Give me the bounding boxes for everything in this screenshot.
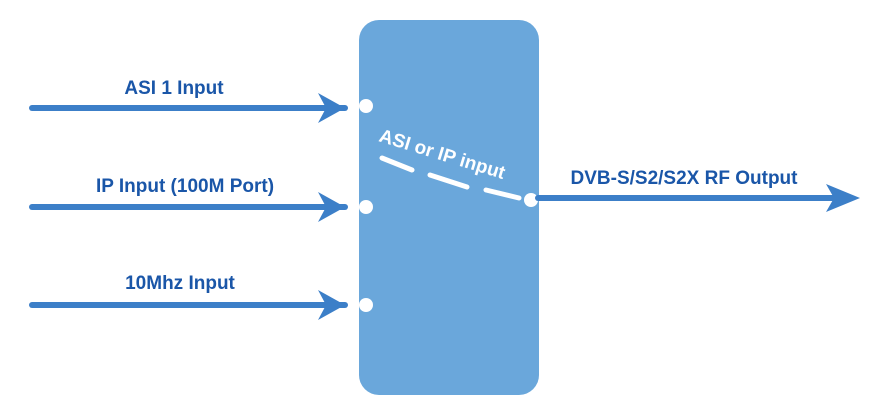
input-asi-arrowhead xyxy=(318,93,345,123)
switch-dash-3 xyxy=(483,187,522,201)
input-asi: ASI 1 Input xyxy=(29,78,373,123)
input-ip-label: IP Input (100M Port) xyxy=(96,176,274,197)
input-10mhz: 10Mhz Input xyxy=(29,273,373,320)
switch-output-port xyxy=(524,193,538,207)
input-10mhz-port xyxy=(359,298,373,312)
switch-dash-2 xyxy=(427,172,470,190)
input-10mhz-label: 10Mhz Input xyxy=(125,273,235,294)
input-ip: IP Input (100M Port) xyxy=(29,176,373,222)
input-ip-port xyxy=(359,200,373,214)
output-rf-label: DVB-S/S2/S2X RF Output xyxy=(571,168,799,189)
input-10mhz-arrowhead xyxy=(318,290,345,320)
input-asi-label: ASI 1 Input xyxy=(124,78,224,99)
output-rf: DVB-S/S2/S2X RF Output xyxy=(535,168,860,212)
input-ip-arrowhead xyxy=(318,192,345,222)
switch-dash-1 xyxy=(379,155,415,173)
output-rf-arrowhead xyxy=(826,184,860,212)
input-asi-port xyxy=(359,99,373,113)
modulator-block xyxy=(359,20,539,395)
